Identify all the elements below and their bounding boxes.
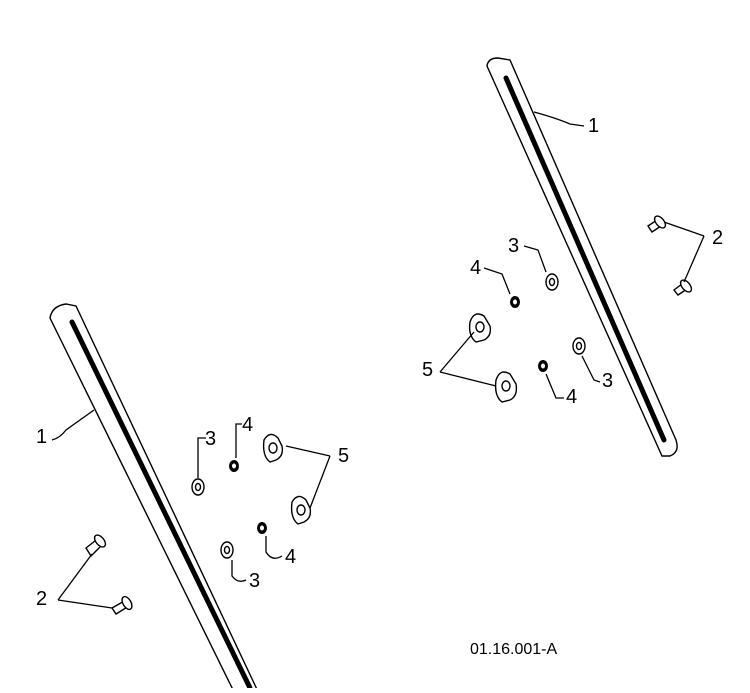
left-callout-lock-washer-lower: 4 <box>285 546 296 568</box>
right-rail <box>486 57 678 457</box>
left-lock-washer-upper <box>229 460 239 472</box>
left-lock-washer-lower <box>257 522 267 534</box>
right-callout-washer-upper: 3 <box>508 235 519 257</box>
left-bolt-upper <box>85 534 107 558</box>
right-callout-washer-lower: 3 <box>602 370 613 392</box>
left-rail <box>49 303 258 688</box>
right-callout-rail: 1 <box>588 115 599 137</box>
right-washer-upper <box>545 273 559 291</box>
left-bolt-lower <box>111 595 133 615</box>
left-callout-washer-upper: 3 <box>205 428 216 450</box>
left-washer-lower <box>220 541 234 559</box>
left-callout-rail: 1 <box>36 426 47 448</box>
right-leaders <box>439 111 705 399</box>
left-callout-lock-washer-upper: 4 <box>242 414 253 436</box>
right-bolt-upper <box>647 215 667 233</box>
right-lock-washer-lower <box>538 360 548 372</box>
right-wing-nut-upper <box>468 313 492 343</box>
left-washer-upper <box>191 478 205 496</box>
left-leaders <box>51 409 331 609</box>
right-callout-bolt: 2 <box>712 227 723 249</box>
right-wing-nut-lower <box>494 371 518 403</box>
left-assembly: 1 2 3 4 5 3 4 <box>36 303 349 688</box>
left-callout-bolt: 2 <box>36 588 47 610</box>
left-wing-nut-upper <box>262 433 284 463</box>
right-lock-washer-upper <box>510 296 520 308</box>
drawing-number: 01.16.001-A <box>470 641 558 658</box>
left-callout-wing-nut: 5 <box>338 445 349 467</box>
right-callout-lock-washer-lower: 4 <box>566 386 577 408</box>
left-callout-washer-lower: 3 <box>249 570 260 592</box>
left-wing-nut-lower <box>290 495 312 525</box>
right-washer-lower <box>572 337 586 355</box>
right-bolt-lower <box>673 279 693 296</box>
right-callout-wing-nut: 5 <box>422 359 433 381</box>
right-assembly: 1 2 3 4 5 3 4 <box>422 57 723 457</box>
right-callout-lock-washer-upper: 4 <box>470 257 481 279</box>
